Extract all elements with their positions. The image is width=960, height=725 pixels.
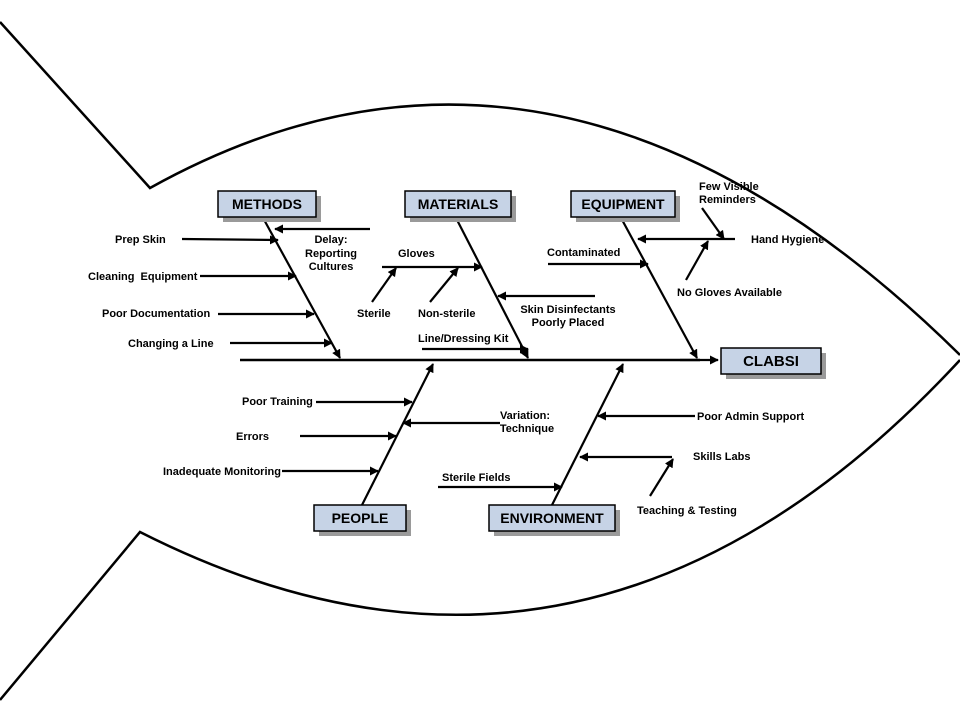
cause-inadequate-monitoring: Inadequate Monitoring <box>163 466 281 478</box>
equipment-bone <box>619 215 698 359</box>
cause-non-sterile: Non-sterile <box>418 308 475 320</box>
cause-teaching-testing: Teaching & Testing <box>637 505 737 517</box>
cause-prep-skin: Prep Skin <box>115 234 166 246</box>
arrow-prep-skin <box>181 235 279 245</box>
cause-errors: Errors <box>236 431 269 443</box>
cause-poor-documentation: Poor Documentation <box>102 308 210 320</box>
category-people-label: PEOPLE <box>332 510 389 526</box>
cause-no-gloves: No Gloves Available <box>677 287 782 299</box>
arrow-teaching-testing <box>649 458 674 497</box>
arrow-sterile <box>371 267 397 303</box>
cause-few-visible-line1: Few Visible <box>699 181 759 193</box>
category-materials: MATERIALS <box>404 190 516 222</box>
cause-sterile: Sterile <box>357 308 391 320</box>
cause-changing-a-line: Changing a Line <box>128 338 214 350</box>
fish-outline-bottom <box>0 359 960 701</box>
cause-hand-hygiene: Hand Hygiene <box>751 234 824 246</box>
cause-skin-disinfectants-line1: Skin Disinfectants <box>520 304 615 316</box>
category-materials-label: MATERIALS <box>418 196 499 212</box>
materials-bone <box>454 215 529 359</box>
category-equipment: EQUIPMENT <box>570 190 680 222</box>
environment-bone <box>551 363 624 506</box>
arrow-few-visible <box>701 207 725 240</box>
cause-variation-line1: Variation: <box>500 410 550 422</box>
head-label: CLABSI <box>743 353 799 370</box>
cause-poor-admin-support: Poor Admin Support <box>697 411 804 423</box>
cause-delay-line1: Delay: <box>314 234 347 246</box>
fish-outline-top <box>0 21 960 356</box>
cause-sterile-fields: Sterile Fields <box>442 472 510 484</box>
cause-skills-labs: Skills Labs <box>693 451 750 463</box>
category-environment-label: ENVIRONMENT <box>500 510 604 526</box>
arrow-non-sterile <box>429 267 459 303</box>
category-people: PEOPLE <box>313 504 411 536</box>
cause-cleaning-equipment: Cleaning Equipment <box>88 271 198 283</box>
cause-delay-line3: Cultures <box>309 261 354 273</box>
cause-line-dressing-kit: Line/Dressing Kit <box>418 333 509 345</box>
people-bone <box>361 363 434 506</box>
cause-poor-training: Poor Training <box>242 396 313 408</box>
cause-gloves: Gloves <box>398 248 435 260</box>
category-environment: ENVIRONMENT <box>488 504 620 536</box>
cause-contaminated: Contaminated <box>547 247 620 259</box>
category-methods-label: METHODS <box>232 196 302 212</box>
cause-delay-line2: Reporting <box>305 248 357 260</box>
cause-variation-line2: Technique <box>500 423 554 435</box>
cause-few-visible-line2: Reminders <box>699 194 756 206</box>
category-methods: METHODS <box>217 190 321 222</box>
cause-skin-disinfectants-line2: Poorly Placed <box>532 317 605 329</box>
arrow-no-gloves <box>685 240 709 281</box>
head-clabsi: CLABSI <box>720 347 826 379</box>
category-equipment-label: EQUIPMENT <box>581 196 665 212</box>
